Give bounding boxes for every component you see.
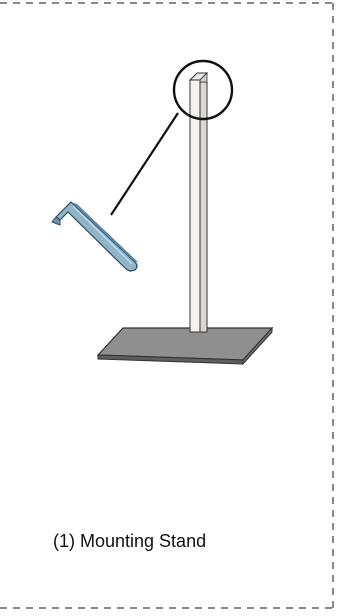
callout-leader-line: [110, 112, 179, 216]
hex-key: [51, 201, 138, 272]
figure-caption: (1) Mounting Stand: [53, 531, 207, 551]
detail-callout-circle: [172, 59, 234, 121]
dashed-frame-border: [0, 2, 334, 609]
vertical-post: [188, 72, 209, 333]
base-plate: [96, 326, 274, 366]
